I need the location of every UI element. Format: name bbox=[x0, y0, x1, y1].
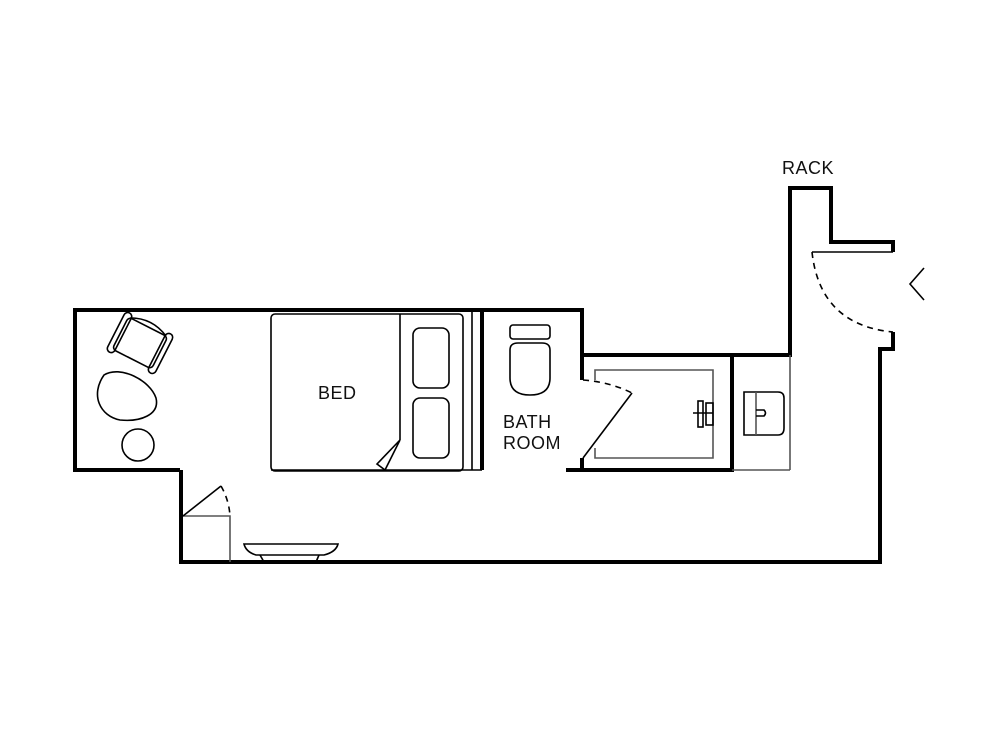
pillow bbox=[412, 327, 450, 389]
bathroom-door bbox=[582, 379, 633, 459]
bed-label: BED bbox=[318, 383, 357, 403]
entrance-door bbox=[811, 251, 925, 333]
bed: BED bbox=[270, 313, 464, 472]
luggage-bench bbox=[242, 543, 340, 563]
oval-table bbox=[96, 370, 158, 422]
bathroom-label-line2: ROOM bbox=[503, 433, 561, 453]
inner-walls bbox=[271, 251, 893, 472]
bathroom-label-line1: BATH bbox=[503, 412, 552, 432]
wardrobe bbox=[182, 485, 231, 562]
armchair bbox=[106, 311, 174, 375]
shower-tray bbox=[594, 369, 714, 459]
round-stool bbox=[121, 428, 155, 462]
shower-mixer bbox=[693, 400, 714, 428]
entrance-arrow-icon bbox=[908, 267, 925, 301]
toilet bbox=[509, 324, 551, 396]
washbasin bbox=[743, 391, 785, 436]
rack-label: RACK bbox=[782, 158, 834, 178]
pillow bbox=[412, 397, 450, 459]
